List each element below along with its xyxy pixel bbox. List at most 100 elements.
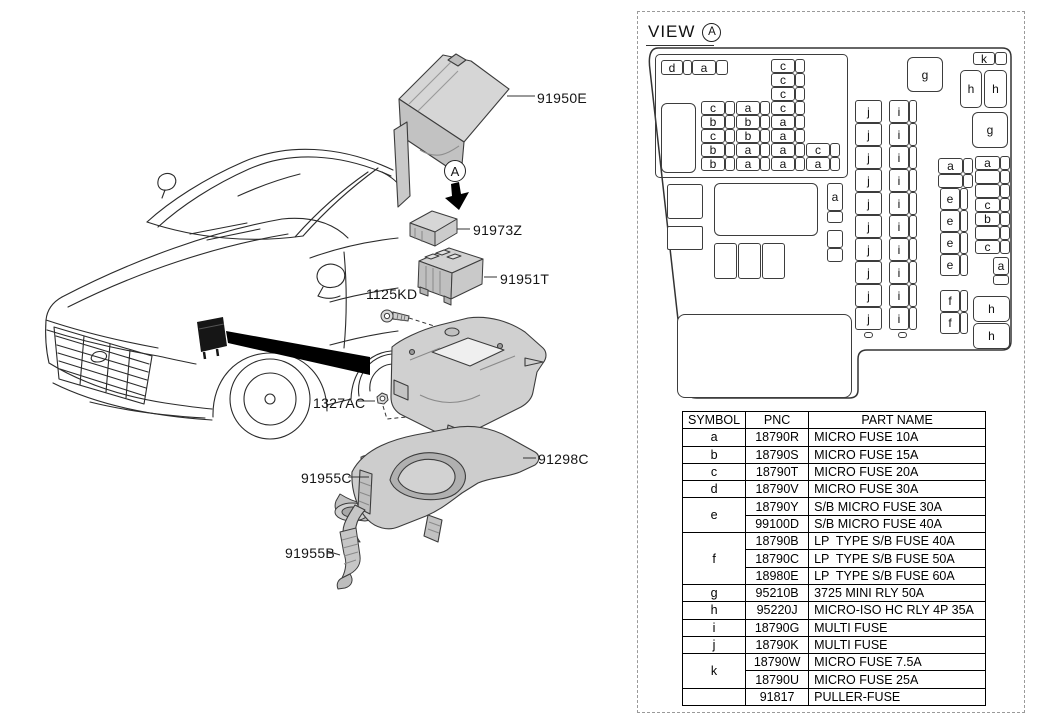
car-line-drawing — [45, 148, 399, 440]
fuse-cell-blank — [725, 115, 735, 129]
fuse-cell-blank — [795, 129, 805, 143]
fuse-cell-c: c — [771, 101, 795, 115]
part-91955b-duct — [336, 527, 361, 590]
fuse-cell-blank — [661, 103, 696, 173]
fuse-cell-blank — [827, 230, 843, 248]
fuse-cell-blank — [714, 243, 737, 279]
fuse-cell-blank — [830, 157, 840, 171]
pnc-cell: 18790B — [745, 532, 810, 551]
fuse-cell-b: b — [736, 129, 760, 143]
fuse-cell-j: j — [855, 284, 882, 307]
part-name-cell: LP TYPE S/B FUSE 60A — [808, 566, 987, 585]
part-name-cell: MICRO FUSE 15A — [808, 445, 987, 464]
symbol-cell: g — [681, 583, 747, 603]
table-header-symbol: SYMBOL — [681, 410, 747, 430]
fuse-cell-blank — [975, 226, 1000, 240]
fuse-cell-c: c — [975, 240, 1000, 254]
part-name-cell: LP TYPE S/B FUSE 50A — [808, 549, 987, 568]
symbol-cell: h — [681, 601, 747, 620]
fuse-cell-blank — [677, 314, 852, 398]
fuse-cell-blank — [667, 184, 703, 219]
fuse-cell-blank — [795, 73, 805, 87]
fuse-cell-a: a — [736, 101, 760, 115]
part-label-91298C: 91298C — [538, 451, 589, 467]
part-label-1125KD: 1125KD — [366, 286, 418, 302]
fuse-cell-j: j — [855, 307, 882, 330]
fuse-cell-blank — [714, 183, 818, 236]
fuse-cell-a: a — [975, 156, 1000, 170]
fuse-cell-i: i — [889, 307, 909, 330]
fuse-cell-blank — [760, 115, 770, 129]
pnc-cell: 18790C — [745, 549, 810, 568]
fuse-cell-f: f — [940, 290, 960, 312]
fuse-cell-a: a — [806, 157, 830, 171]
part-name-cell: MICRO FUSE 7.5A — [808, 653, 987, 672]
pnc-cell: 18790S — [745, 445, 810, 464]
fuse-cell-j: j — [855, 100, 882, 123]
pnc-cell: 18790T — [745, 462, 810, 482]
part-label-91951T: 91951T — [500, 271, 550, 287]
fuse-cell-blank — [760, 101, 770, 115]
pnc-cell: 99100D — [745, 514, 810, 534]
part-name-cell: MICRO FUSE 20A — [808, 462, 987, 482]
pnc-cell: 95210B — [745, 583, 810, 603]
fuse-cell-blank — [909, 192, 917, 215]
fuse-cell-b: b — [736, 115, 760, 129]
part-name-cell: MICRO FUSE 30A — [808, 480, 987, 499]
fuse-cell-blank — [725, 143, 735, 157]
fuse-cell-blank — [938, 174, 963, 188]
pnc-cell: 91817 — [745, 687, 810, 707]
fuse-cell-f: f — [940, 312, 960, 334]
fuse-cell-blank — [827, 248, 843, 262]
pnc-cell: 18790K — [745, 635, 810, 655]
part-name-cell: PULLER-FUSE — [808, 687, 987, 707]
part-91298c-cover — [342, 425, 540, 543]
fuse-cell-blank — [975, 170, 1000, 184]
fuse-cell-blank — [1000, 184, 1010, 198]
fuse-cell-blank — [960, 188, 968, 210]
fuse-cell-blank — [830, 143, 840, 157]
fuse-cell-a: a — [692, 60, 716, 75]
fuse-cell-blank — [995, 52, 1007, 65]
fuse-cell-blank — [1000, 226, 1010, 240]
fuse-cell-blank — [963, 158, 973, 174]
fuse-cell-a: a — [736, 157, 760, 171]
part-name-cell: MICRO-ISO HC RLY 4P 35A — [808, 601, 987, 620]
fuse-cell-blank — [909, 146, 917, 169]
fuse-cell-i: i — [889, 146, 909, 169]
pnc-cell: 95220J — [745, 601, 810, 620]
fuse-cell-g: g — [972, 112, 1008, 148]
fuse-cell-blank — [738, 243, 761, 279]
part-name-cell: MICRO FUSE 10A — [808, 428, 987, 447]
fuse-cell-b: b — [975, 212, 1000, 226]
fuse-cell-a: a — [827, 183, 843, 211]
part-name-cell: MULTI FUSE — [808, 635, 987, 655]
fuse-cell-blank — [864, 332, 873, 338]
fuse-cell-blank — [993, 275, 1009, 285]
fuse-cell-h: h — [960, 70, 982, 108]
fuse-cell-blank — [760, 157, 770, 171]
fuse-cell-h: h — [973, 323, 1010, 349]
fuse-cell-a: a — [938, 158, 963, 174]
pnc-cell: 18790G — [745, 618, 810, 637]
fuse-cell-blank — [1000, 240, 1010, 254]
fuse-cell-blank — [725, 157, 735, 171]
fuse-cell-blank — [760, 129, 770, 143]
part-label-91973Z: 91973Z — [473, 222, 523, 238]
fuse-cell-blank — [725, 101, 735, 115]
fuse-cell-a: a — [771, 143, 795, 157]
pnc-cell: 18790V — [745, 480, 810, 499]
part-91951t-block — [417, 247, 484, 306]
fuse-cell-blank — [725, 129, 735, 143]
